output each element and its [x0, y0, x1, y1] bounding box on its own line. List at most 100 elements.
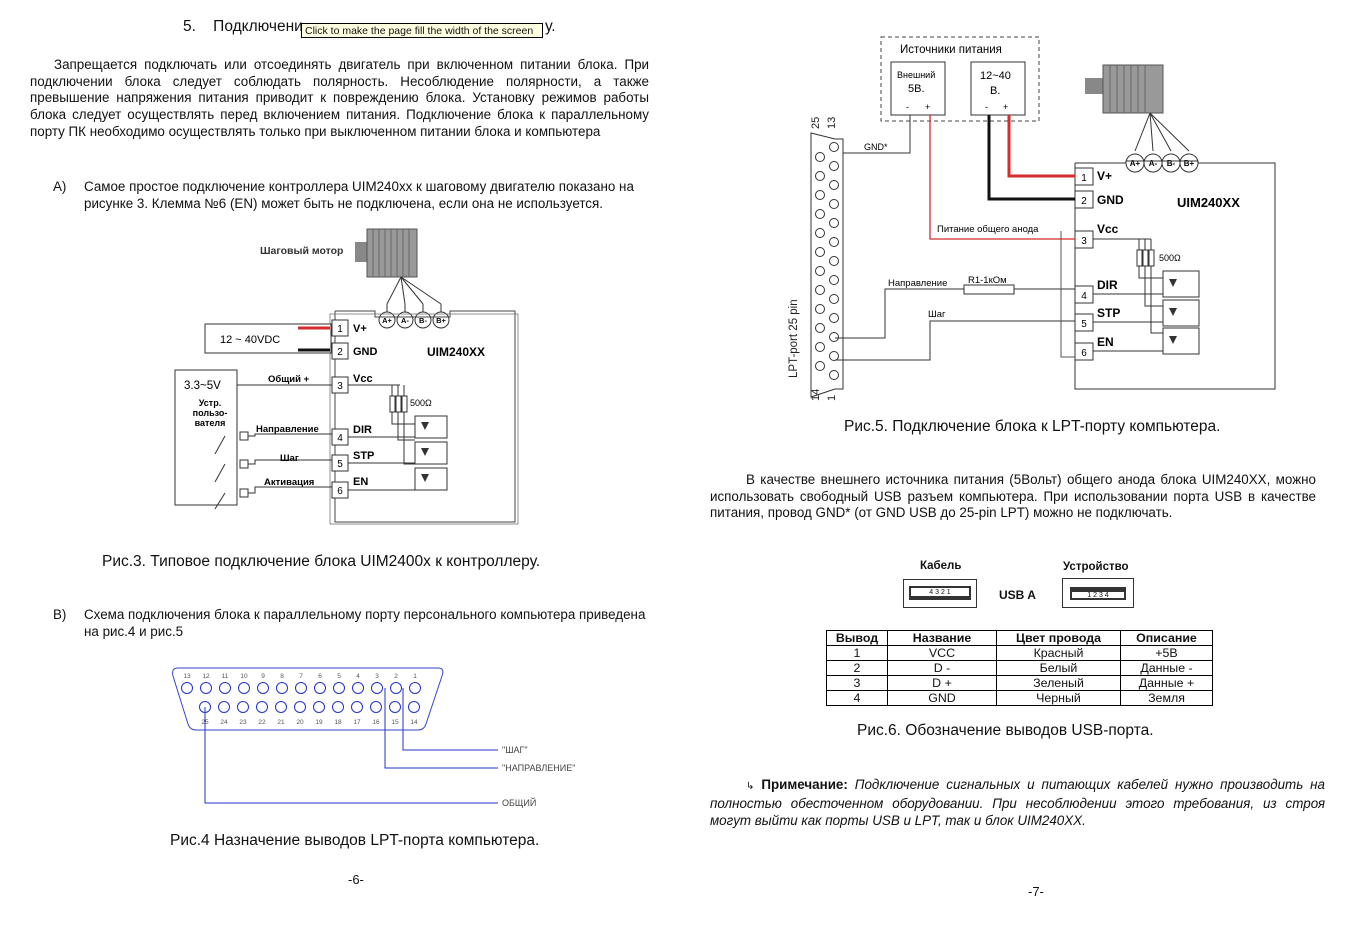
- usb-device-label: Устройство: [1063, 561, 1129, 573]
- figure-3-caption: Рис.3. Типовое подключение блока UIM2400…: [102, 553, 541, 570]
- note-text: Подключение сигнальных и питающих кабеле…: [710, 777, 1325, 828]
- lpt-pin-holes: [815, 142, 839, 380]
- db25-pin-number: 13: [183, 673, 191, 680]
- lpt-pin-13: 13: [826, 117, 838, 129]
- motor-label: Шаговый мотор: [260, 245, 343, 257]
- fig5-pin-4: 4: [1081, 291, 1087, 302]
- lpt-pin-hole: [815, 228, 825, 238]
- lpt-pin-hole: [829, 218, 839, 228]
- item-a-marker: A): [53, 179, 67, 194]
- coil-b-plus: B+: [436, 316, 446, 325]
- fig3-pin-6: 6: [337, 486, 343, 497]
- table-cell: VCC: [887, 645, 997, 661]
- lpt-pin-hole: [815, 152, 825, 162]
- coil-a-plus: A+: [382, 316, 392, 325]
- coil-b-minus: B-: [419, 316, 427, 325]
- db25-pin-hole: [314, 682, 326, 694]
- user-device-line3: вателя: [195, 418, 226, 428]
- db25-pin-number: 16: [372, 719, 380, 726]
- table-row: 1 VCC Красный +5В: [826, 645, 1213, 661]
- fit-width-tooltip: Click to make the page fill the width of…: [301, 23, 543, 38]
- table-cell: 3: [826, 675, 888, 691]
- lpt-port-label: LPT-port 25 pin: [788, 299, 800, 378]
- table-cell: +5В: [1120, 645, 1213, 661]
- lpt-pin-hole: [829, 161, 839, 171]
- db25-pin-hole: [352, 682, 364, 694]
- table-cell: Данные -: [1120, 660, 1213, 676]
- main-source-line2: В.: [990, 85, 1000, 97]
- table-cell: Земля: [1120, 690, 1213, 706]
- fig3-pin-5: 5: [337, 459, 343, 470]
- section-heading: 5. Подключени: [183, 18, 303, 36]
- table-cell: Красный: [996, 645, 1121, 661]
- fig5-pin-2: 2: [1081, 196, 1087, 207]
- db25-pin-hole: [313, 701, 325, 713]
- fig3-pin-1: 1: [337, 324, 343, 335]
- db25-pin-hole: [295, 682, 307, 694]
- table-cell: 2: [826, 660, 888, 676]
- lpt-pin-hole: [829, 199, 839, 209]
- db25-pin-hole: [408, 701, 420, 713]
- fig3-label-vcc: Vcc: [353, 373, 373, 385]
- lpt-pin-1: 1: [826, 395, 838, 401]
- db25-pin-hole: [351, 701, 363, 713]
- lpt-pin-hole: [829, 180, 839, 190]
- table-cell: 4: [826, 690, 888, 706]
- section-title-start: Подключени: [213, 18, 303, 35]
- section-title-end: у.: [545, 18, 556, 35]
- lpt-pin-hole: [829, 142, 839, 152]
- fig3-resistor: 500Ω: [410, 398, 432, 408]
- table-cell: Черный: [996, 690, 1121, 706]
- user-voltage: 3.3~5V: [184, 380, 221, 392]
- lpt-pin-25: 25: [810, 117, 822, 129]
- table-cell: D -: [887, 660, 997, 676]
- db25-pin-number: 17: [353, 719, 361, 726]
- db25-pin-number: 11: [222, 673, 229, 680]
- wire-dir-label: Направление: [256, 424, 319, 435]
- lpt-pin-hole: [829, 332, 839, 342]
- db25-pin-number: 21: [277, 719, 285, 726]
- lpt-pin-hole: [815, 304, 825, 314]
- fig5-coil-b-minus: B-: [1167, 159, 1176, 168]
- lpt-pin-hole: [815, 266, 825, 276]
- db25-pin-number: 23: [239, 719, 247, 726]
- table-cell: Белый: [996, 660, 1121, 676]
- db25-pin-hole: [370, 701, 382, 713]
- fig5-label-gnd: GND: [1097, 193, 1124, 207]
- lpt-pin-hole: [815, 285, 825, 295]
- wire-step-label: Шаг: [280, 453, 299, 464]
- coil-a-minus: A-: [401, 316, 409, 325]
- db25-pin-hole: [389, 701, 401, 713]
- fig4-label-step: "ШАГ": [502, 745, 528, 755]
- usb-table-header: Название: [887, 630, 997, 646]
- table-cell: 1: [826, 645, 888, 661]
- fig5-pin-5: 5: [1081, 319, 1087, 330]
- db25-pin-hole: [390, 682, 402, 694]
- usb-device-socket: 1 2 3 4: [1062, 578, 1134, 608]
- db25-pin-number: 10: [240, 673, 248, 680]
- svg-text:+: +: [925, 102, 930, 112]
- main-source-line1: 12~40: [980, 70, 1011, 82]
- table-row: 4 GND Черный Земля: [826, 690, 1213, 706]
- fig5-dir-label: Направление: [888, 278, 947, 289]
- usb-table-header-row: Вывод Название Цвет провода Описание: [826, 630, 1213, 646]
- lpt-pin-hole: [815, 190, 825, 200]
- note-block: ↳ Примечание: Подключение сигнальных и п…: [710, 776, 1325, 829]
- note-arrow-icon: ↳: [746, 781, 755, 792]
- fig5-coil-a-plus: A+: [1130, 159, 1141, 168]
- lpt-pin-hole: [815, 171, 825, 181]
- db25-pin-number: 3: [375, 673, 379, 680]
- figure-3-diagram: Шаговый мотор A+ A- B- B+ UIM240XX 12 ~ …: [174, 228, 519, 525]
- db25-pin-number: 6: [318, 673, 322, 680]
- lpt-pin-14: 14: [810, 389, 822, 401]
- db25-pin-number: 20: [296, 719, 304, 726]
- common-anode-label: Питание общего анода: [937, 224, 1039, 235]
- fig5-label-stp: STP: [1097, 306, 1120, 320]
- table-cell: Зеленый: [996, 675, 1121, 691]
- db25-pin-hole: [200, 682, 212, 694]
- section-number: 5.: [183, 18, 196, 35]
- fig5-label-vplus: V+: [1097, 169, 1112, 183]
- warning-paragraph: Запрещается подключать или отсоединять д…: [30, 57, 649, 139]
- svg-text:-: -: [985, 102, 988, 112]
